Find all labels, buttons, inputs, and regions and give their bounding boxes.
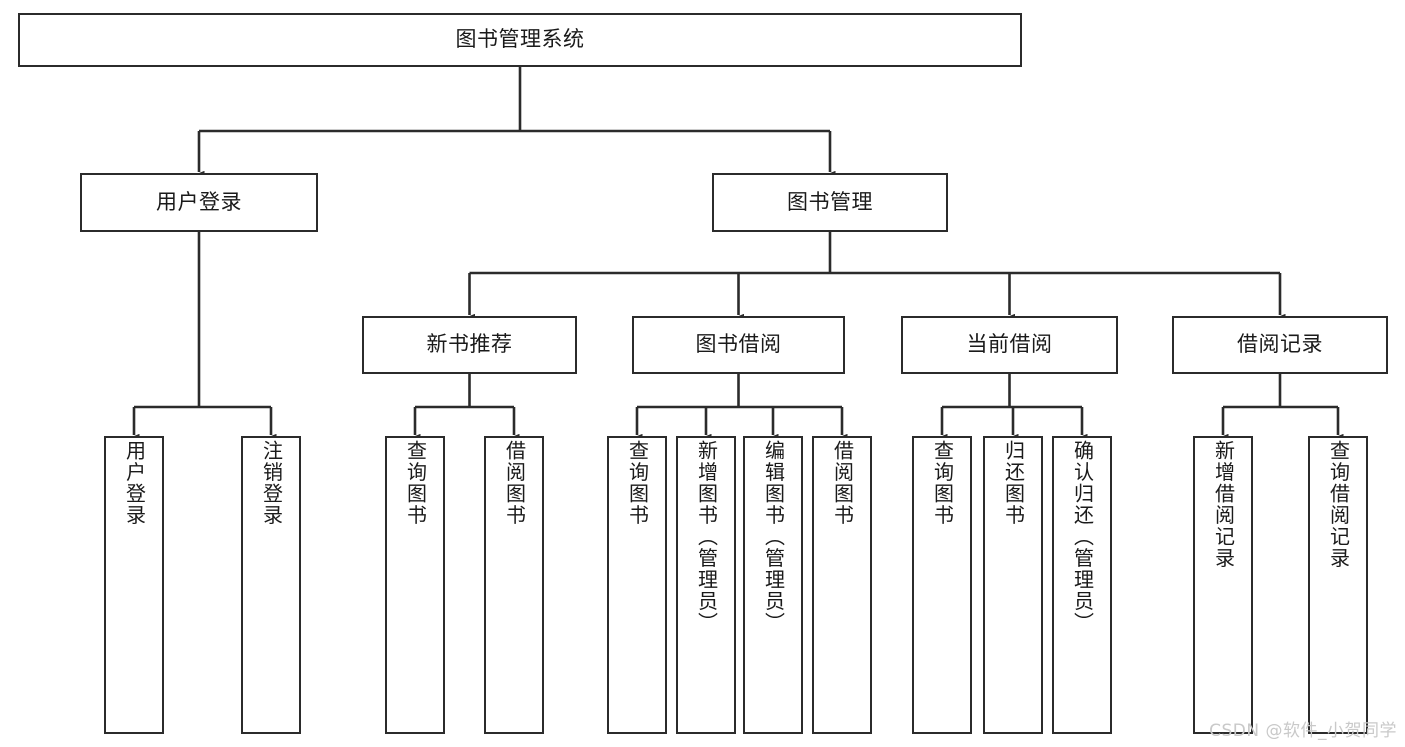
- node-leaf-bb-borrow-book[interactable]: 借阅图书: [812, 436, 872, 734]
- node-user-login[interactable]: 用户登录: [80, 173, 318, 232]
- node-label: 查询图书: [625, 440, 650, 526]
- node-label: 归还图书: [1001, 440, 1026, 526]
- node-leaf-rec-borrow-book[interactable]: 借阅图书: [484, 436, 544, 734]
- node-current-borrow[interactable]: 当前借阅: [901, 316, 1118, 374]
- node-label: 确认归还（管理员）: [1070, 440, 1095, 634]
- node-label: 用户登录: [122, 440, 147, 526]
- node-label: 当前借阅: [966, 332, 1053, 357]
- node-leaf-cb-query-book[interactable]: 查询图书: [912, 436, 972, 734]
- node-label: 查询图书: [403, 440, 428, 526]
- node-leaf-br-query-record[interactable]: 查询借阅记录: [1308, 436, 1368, 734]
- node-label: 注销登录: [259, 440, 284, 526]
- node-label: 图书管理系统: [455, 27, 585, 52]
- node-label: 新书推荐: [426, 332, 513, 357]
- node-root[interactable]: 图书管理系统: [18, 13, 1022, 67]
- node-label: 借阅图书: [830, 440, 855, 526]
- node-leaf-bb-add-book[interactable]: 新增图书（管理员）: [676, 436, 736, 734]
- node-leaf-cb-return-book[interactable]: 归还图书: [983, 436, 1043, 734]
- node-label: 用户登录: [156, 189, 242, 214]
- node-leaf-br-add-record[interactable]: 新增借阅记录: [1193, 436, 1253, 734]
- node-borrow-record[interactable]: 借阅记录: [1172, 316, 1388, 374]
- edge-group: [128, 67, 1344, 443]
- node-book-manage[interactable]: 图书管理: [712, 173, 948, 232]
- node-label: 查询图书: [930, 440, 955, 526]
- node-leaf-user-login[interactable]: 用户登录: [104, 436, 164, 734]
- node-leaf-bb-query-book[interactable]: 查询图书: [607, 436, 667, 734]
- node-label: 新增借阅记录: [1211, 440, 1236, 569]
- node-leaf-bb-edit-book[interactable]: 编辑图书（管理员）: [743, 436, 803, 734]
- node-label: 借阅图书: [502, 440, 527, 526]
- node-leaf-user-logout[interactable]: 注销登录: [241, 436, 301, 734]
- node-label: 新增图书（管理员）: [694, 440, 719, 634]
- node-label: 借阅记录: [1237, 332, 1323, 357]
- node-leaf-rec-query-book[interactable]: 查询图书: [385, 436, 445, 734]
- node-label: 图书借阅: [695, 332, 782, 357]
- node-leaf-cb-confirm-return[interactable]: 确认归还（管理员）: [1052, 436, 1112, 734]
- node-label: 编辑图书（管理员）: [761, 440, 786, 634]
- node-book-borrow[interactable]: 图书借阅: [632, 316, 845, 374]
- node-label: 图书管理: [787, 189, 873, 214]
- node-label: 查询借阅记录: [1326, 440, 1351, 569]
- node-new-book-recommend[interactable]: 新书推荐: [362, 316, 577, 374]
